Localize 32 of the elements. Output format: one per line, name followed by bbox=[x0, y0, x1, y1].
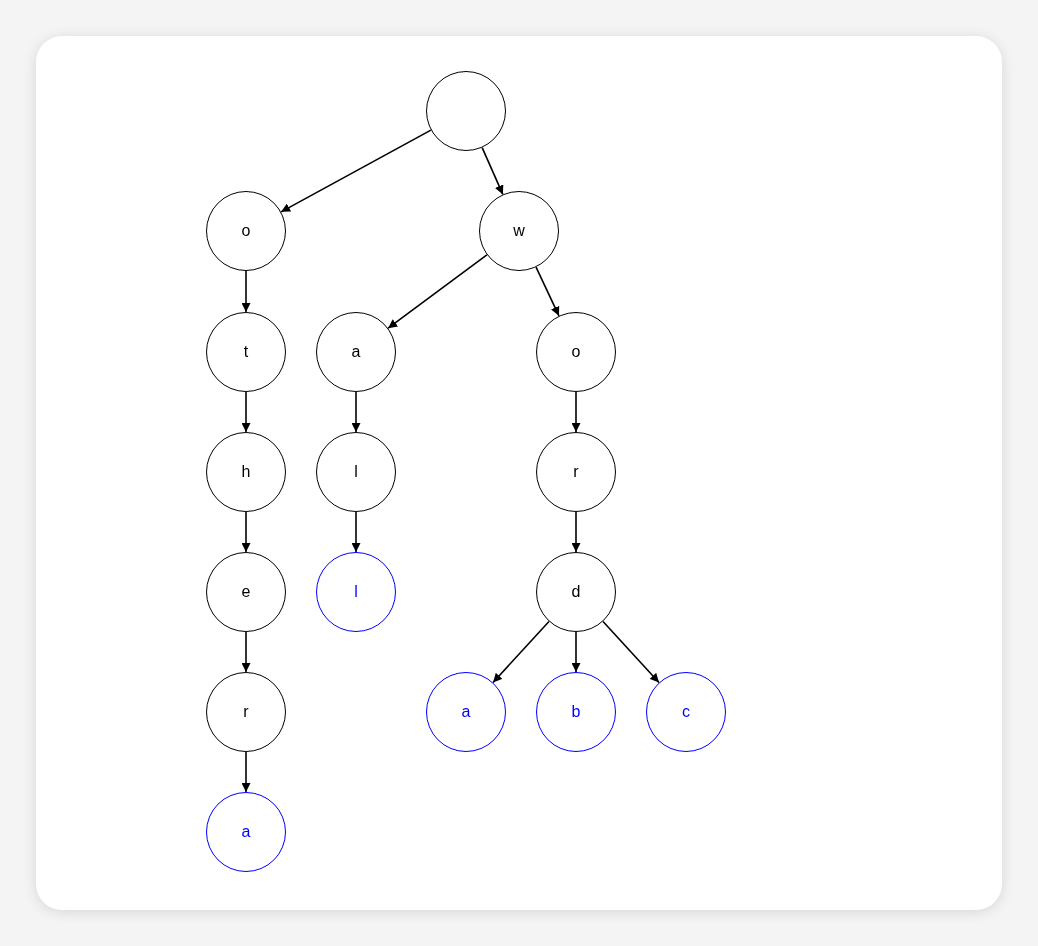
node-letter: t bbox=[243, 343, 249, 361]
arrow bbox=[492, 620, 550, 684]
node-letter: c bbox=[682, 703, 690, 721]
arrow bbox=[351, 391, 361, 433]
node-letter: a bbox=[241, 823, 251, 841]
node-letter: r bbox=[573, 463, 579, 481]
arrow bbox=[241, 511, 251, 553]
node-letter: o bbox=[241, 222, 251, 240]
arrow bbox=[241, 391, 251, 433]
node-letter: w bbox=[513, 222, 525, 240]
node-letter: o bbox=[571, 343, 581, 361]
arrow bbox=[241, 270, 251, 313]
node-letter: r bbox=[243, 703, 249, 721]
node-letter: l bbox=[354, 463, 358, 481]
arrow bbox=[535, 266, 560, 317]
node-letter: l bbox=[354, 583, 358, 601]
arrow bbox=[241, 751, 251, 793]
node-letter: d bbox=[571, 583, 581, 601]
arrow bbox=[351, 511, 361, 553]
arrow bbox=[387, 254, 488, 329]
node-letter: h bbox=[241, 463, 251, 481]
arrow bbox=[280, 129, 432, 213]
node-letter: a bbox=[351, 343, 361, 361]
node-letter: a bbox=[461, 703, 471, 721]
arrow bbox=[481, 146, 504, 196]
arrow bbox=[571, 391, 581, 433]
node-letter: b bbox=[571, 703, 581, 721]
arrow bbox=[571, 631, 581, 673]
arrow bbox=[602, 620, 660, 684]
arrow bbox=[241, 631, 251, 673]
arrow bbox=[571, 511, 581, 553]
node-letter: e bbox=[241, 583, 251, 601]
